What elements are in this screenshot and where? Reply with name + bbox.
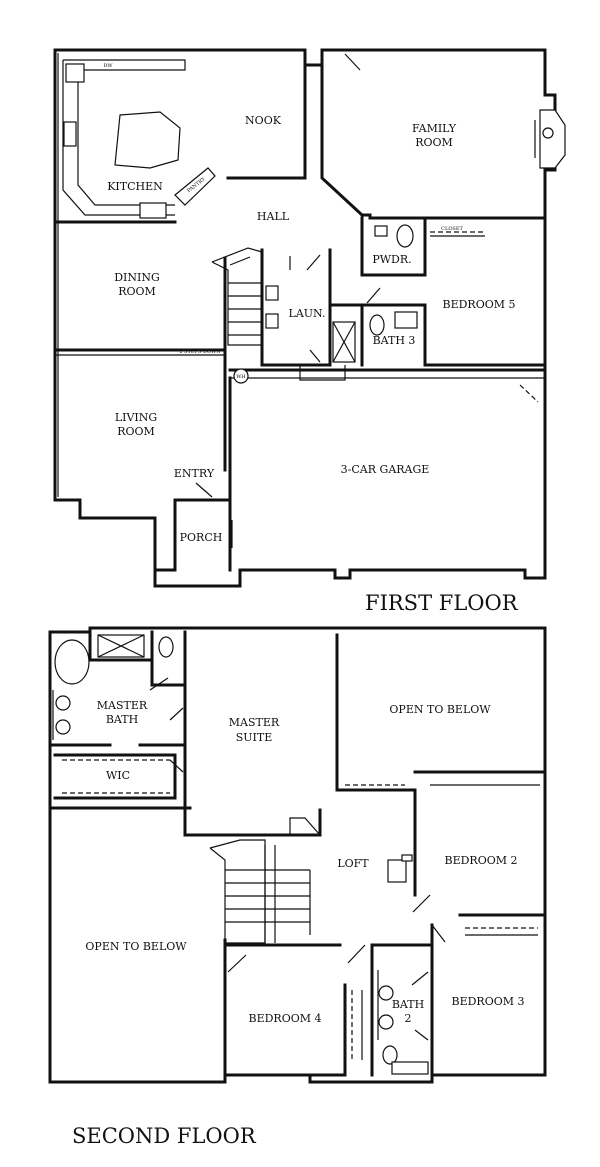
sink-pwdr: [374, 225, 388, 237]
room-bedroom2: BEDROOM 2: [444, 854, 517, 867]
room-dining-line2: ROOM: [118, 285, 156, 298]
second-floor-title: SECOND FLOOR: [72, 1124, 257, 1148]
room-master-bath-line2: BATH: [106, 713, 138, 726]
washer: [265, 285, 279, 301]
room-living-line2: ROOM: [117, 425, 155, 438]
room-bedroom3: BEDROOM 3: [451, 995, 524, 1008]
room-hall: HALL: [257, 210, 290, 223]
room-porch: PORCH: [180, 531, 223, 544]
first-floor-plan: NOOK FAMILY ROOM KITCHEN HALL DINING ROO…: [53, 48, 566, 615]
loft-column: [387, 859, 407, 883]
sink: [65, 63, 85, 83]
master-toilet: [158, 636, 174, 658]
room-master-suite-line2: SUITE: [236, 731, 273, 744]
room-laundry: LAUN.: [289, 307, 326, 320]
room-kitchen: KITCHEN: [107, 180, 163, 193]
room-bath2-line2: 2: [405, 1012, 412, 1025]
bath2-tub: [391, 1061, 429, 1075]
dryer: [265, 313, 279, 329]
master-tub: [54, 639, 90, 685]
room-bath2-line1: BATH: [392, 998, 424, 1011]
second-floor-interior-walls: [48, 630, 547, 1077]
toilet-bath3: [369, 314, 385, 336]
master-sink-2: [55, 719, 71, 735]
first-floor-labels: NOOK FAMILY ROOM KITCHEN HALL DINING ROO…: [103, 63, 515, 544]
bath2-sink-2: [378, 1014, 394, 1030]
room-family-room-line2: ROOM: [415, 136, 453, 149]
sink-bath3: [394, 311, 418, 329]
room-loft: LOFT: [337, 857, 369, 870]
kitchen-island: [114, 111, 181, 169]
room-living-line1: LIVING: [115, 411, 157, 424]
room-wic: WIC: [106, 769, 130, 782]
room-dining-line1: DINING: [114, 271, 160, 284]
room-entry: ENTRY: [174, 467, 215, 480]
toilet-pwdr: [396, 224, 414, 248]
label-dw: DW: [103, 63, 113, 69]
room-master-suite-line1: MASTER: [229, 716, 280, 729]
room-nook: NOOK: [245, 114, 282, 127]
second-floor-labels: MASTER BATH MASTER SUITE WIC OPEN TO BEL…: [85, 699, 524, 1025]
label-closet: CLOSET: [441, 226, 463, 232]
label-steps: 2 STEPS DOWN: [179, 349, 221, 355]
fireplace: [534, 109, 566, 169]
first-floor-exterior-walls: [53, 48, 557, 588]
first-floor-doors: [195, 53, 381, 548]
bath2-toilet: [382, 1045, 398, 1065]
room-open-to-below-right: OPEN TO BELOW: [389, 703, 491, 716]
fridge: [139, 202, 167, 219]
second-floor-exterior-walls: [48, 626, 547, 1084]
first-floor-stairs: [211, 247, 263, 346]
second-floor-doors: [149, 677, 446, 1041]
room-garage: 3-CAR GARAGE: [341, 463, 430, 476]
room-bath3: BATH 3: [373, 334, 416, 347]
water-heater: [233, 368, 249, 384]
first-floor-fixtures: [233, 224, 539, 403]
loft-column-cap: [401, 854, 413, 862]
kitchen-counters: [62, 59, 216, 219]
first-floor-title: FIRST FLOOR: [365, 591, 519, 615]
label-wh: WH: [236, 374, 246, 380]
master-sink-1: [55, 695, 71, 711]
room-family-room-line1: FAMILY: [412, 122, 457, 135]
cooktop: [63, 121, 77, 147]
second-floor-stairs: [209, 817, 321, 944]
bath2-sink-1: [378, 985, 394, 1001]
room-bedroom5: BEDROOM 5: [442, 298, 515, 311]
room-master-bath-line1: MASTER: [97, 699, 148, 712]
pantry: [174, 167, 216, 206]
room-pwdr: PWDR.: [372, 253, 411, 266]
second-floor-plan: MASTER BATH MASTER SUITE WIC OPEN TO BEL…: [48, 626, 547, 1148]
room-open-to-below-left: OPEN TO BELOW: [85, 940, 187, 953]
room-bedroom4: BEDROOM 4: [248, 1012, 321, 1025]
